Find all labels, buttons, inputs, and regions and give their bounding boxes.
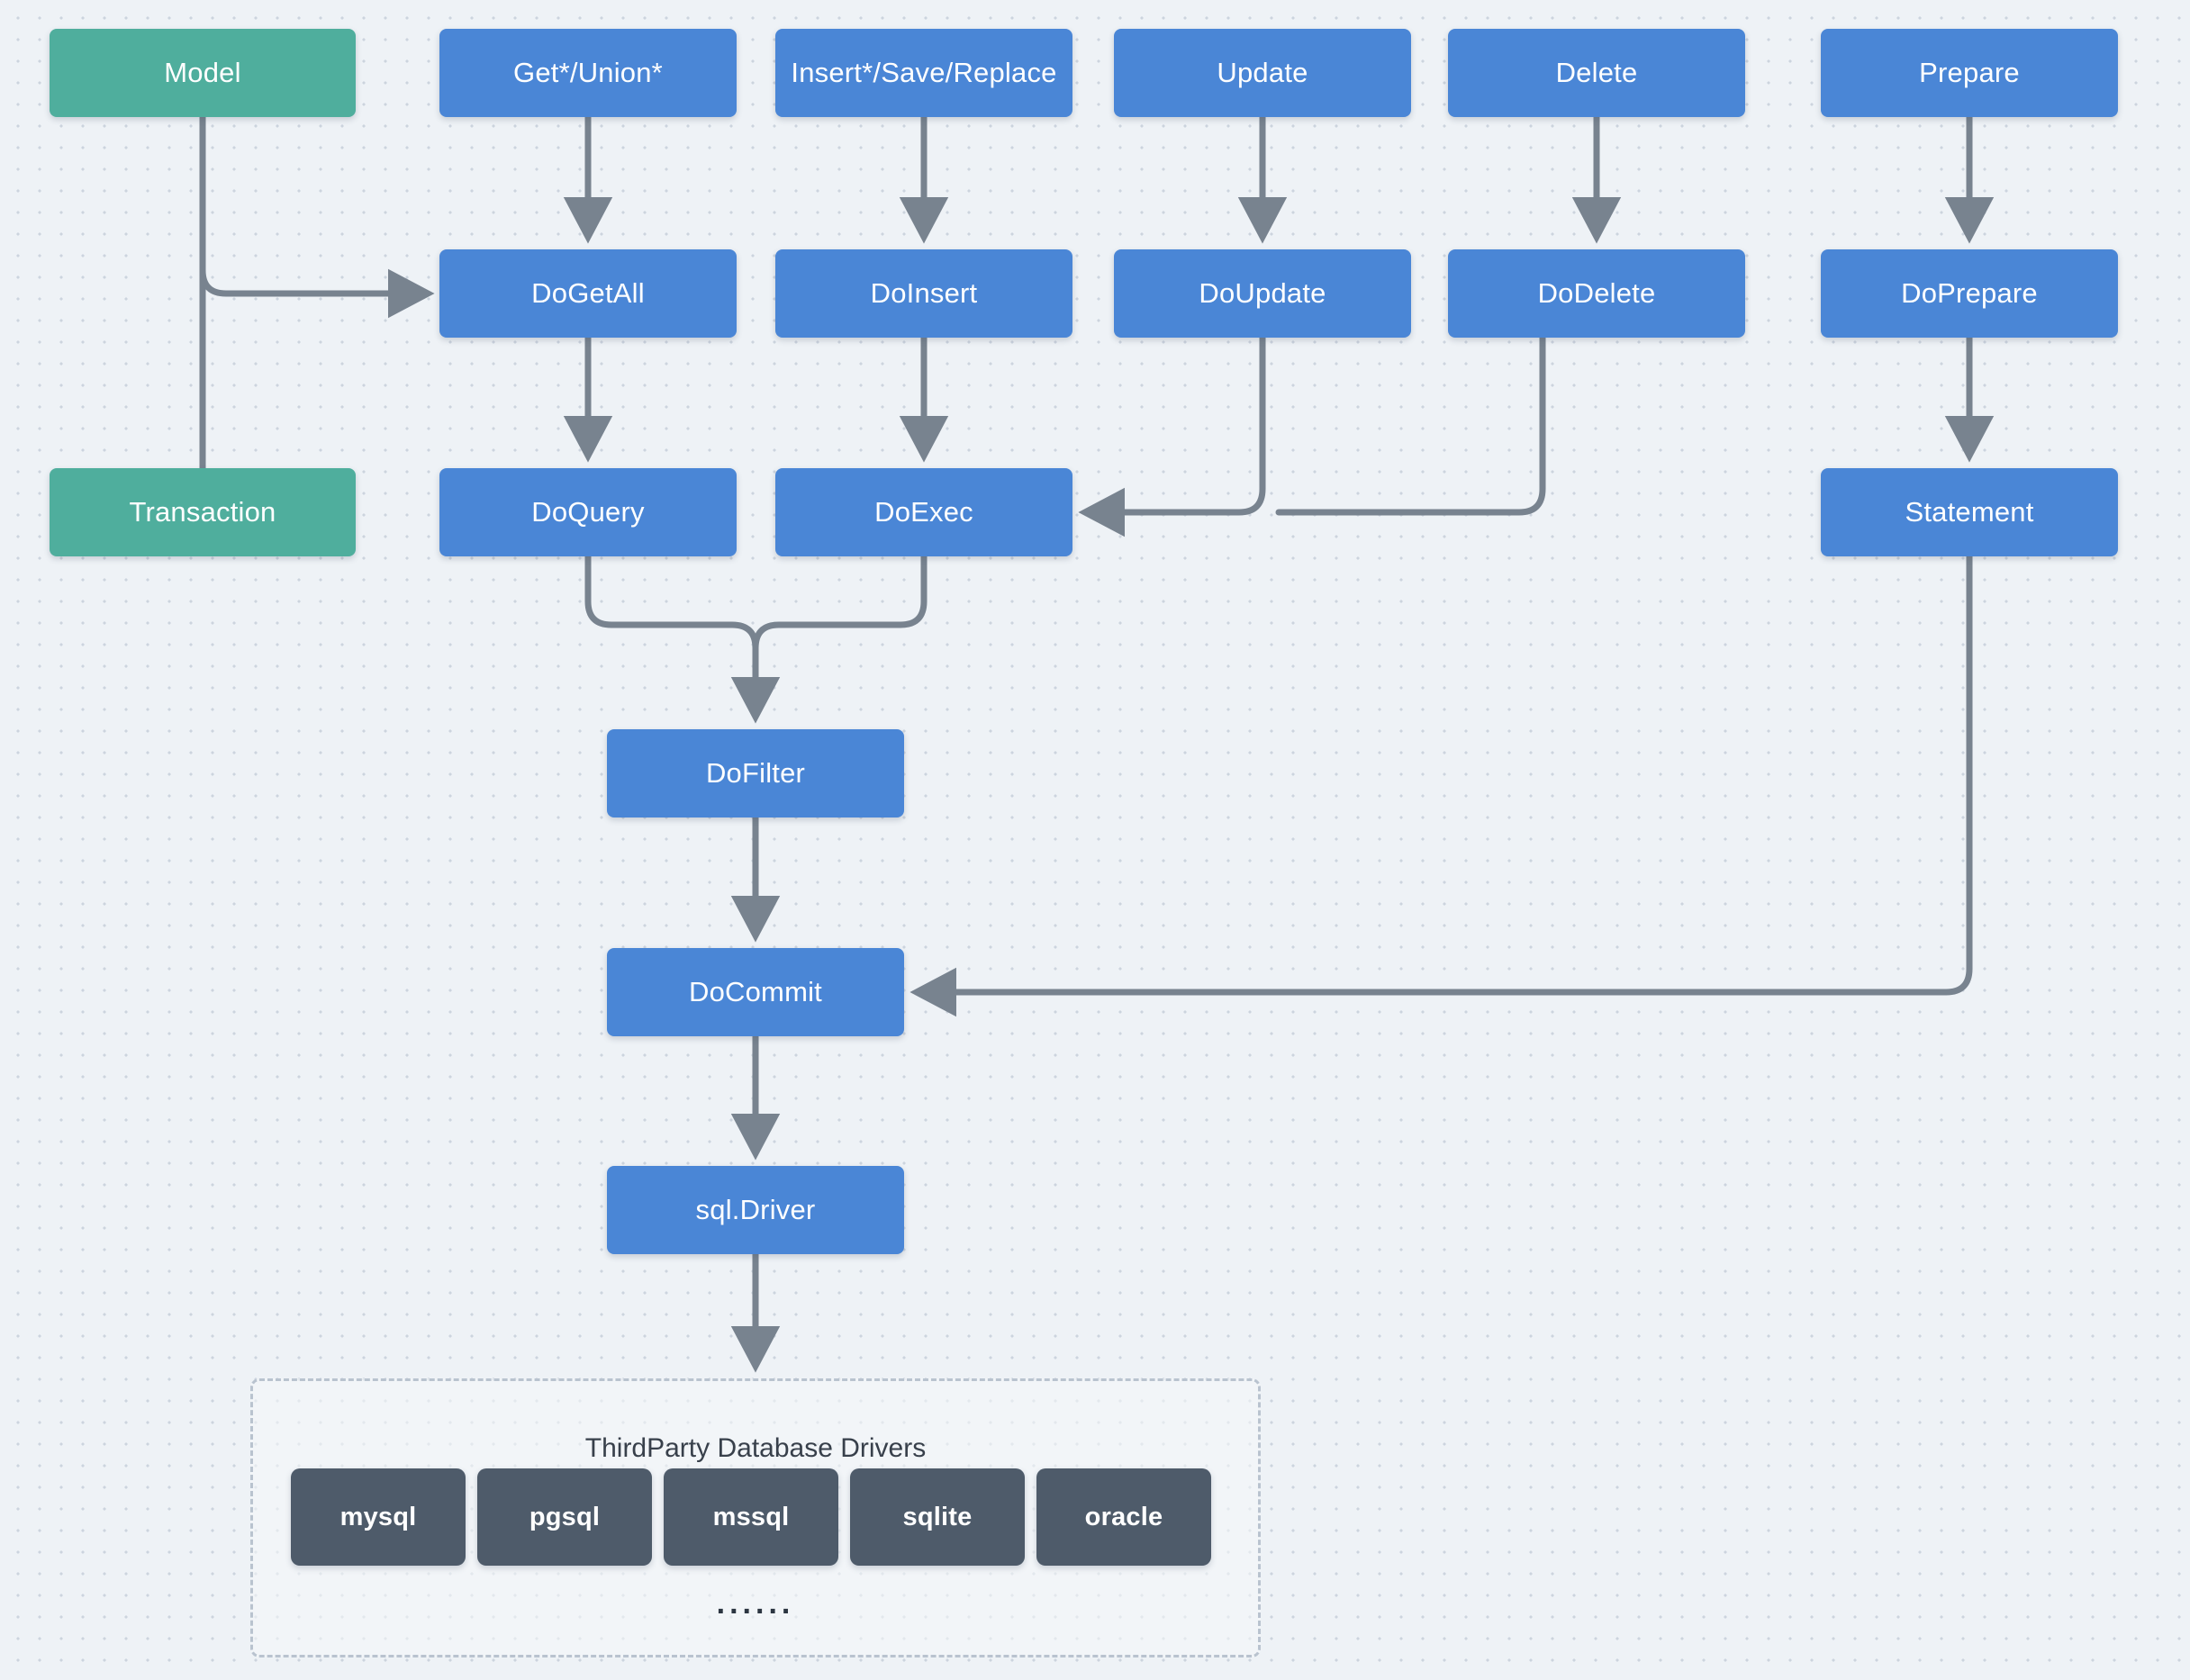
node-model[interactable]: Model bbox=[50, 29, 356, 117]
node-get-union[interactable]: Get*/Union* bbox=[439, 29, 737, 117]
node-insert-save-replace[interactable]: Insert*/Save/Replace bbox=[775, 29, 1072, 117]
node-do-prepare[interactable]: DoPrepare bbox=[1821, 249, 2118, 338]
node-delete[interactable]: Delete bbox=[1448, 29, 1745, 117]
node-do-delete[interactable]: DoDelete bbox=[1448, 249, 1745, 338]
node-do-get-all[interactable]: DoGetAll bbox=[439, 249, 737, 338]
node-sql-driver[interactable]: sql.Driver bbox=[607, 1166, 904, 1254]
node-do-exec[interactable]: DoExec bbox=[775, 468, 1072, 556]
driver-chip-sqlite[interactable]: sqlite bbox=[850, 1468, 1025, 1566]
edge-doupdate-to-doexec bbox=[1078, 334, 1266, 537]
node-do-update[interactable]: DoUpdate bbox=[1114, 249, 1411, 338]
node-do-insert[interactable]: DoInsert bbox=[775, 249, 1072, 338]
thirdparty-drivers-ellipsis: ...... bbox=[716, 1586, 795, 1621]
edge-model-to-dogetall bbox=[199, 266, 435, 319]
node-prepare[interactable]: Prepare bbox=[1821, 29, 2118, 117]
node-update[interactable]: Update bbox=[1114, 29, 1411, 117]
driver-chip-oracle[interactable]: oracle bbox=[1036, 1468, 1211, 1566]
node-transaction[interactable]: Transaction bbox=[50, 468, 356, 556]
edge-doexec-to-dofilter bbox=[752, 553, 928, 706]
node-statement[interactable]: Statement bbox=[1821, 468, 2118, 556]
thirdparty-drivers-title: ThirdParty Database Drivers bbox=[584, 1433, 927, 1463]
node-do-commit[interactable]: DoCommit bbox=[607, 948, 904, 1036]
edge-statement-to-docommit bbox=[909, 553, 1973, 1017]
edge-dodelete-to-doexec bbox=[1275, 334, 1546, 516]
node-do-filter[interactable]: DoFilter bbox=[607, 729, 904, 817]
driver-chip-pgsql[interactable]: pgsql bbox=[477, 1468, 652, 1566]
edge-doquery-to-dofilter bbox=[584, 553, 781, 724]
node-do-query[interactable]: DoQuery bbox=[439, 468, 737, 556]
driver-chip-mysql[interactable]: mysql bbox=[291, 1468, 466, 1566]
driver-chip-mssql[interactable]: mssql bbox=[664, 1468, 838, 1566]
